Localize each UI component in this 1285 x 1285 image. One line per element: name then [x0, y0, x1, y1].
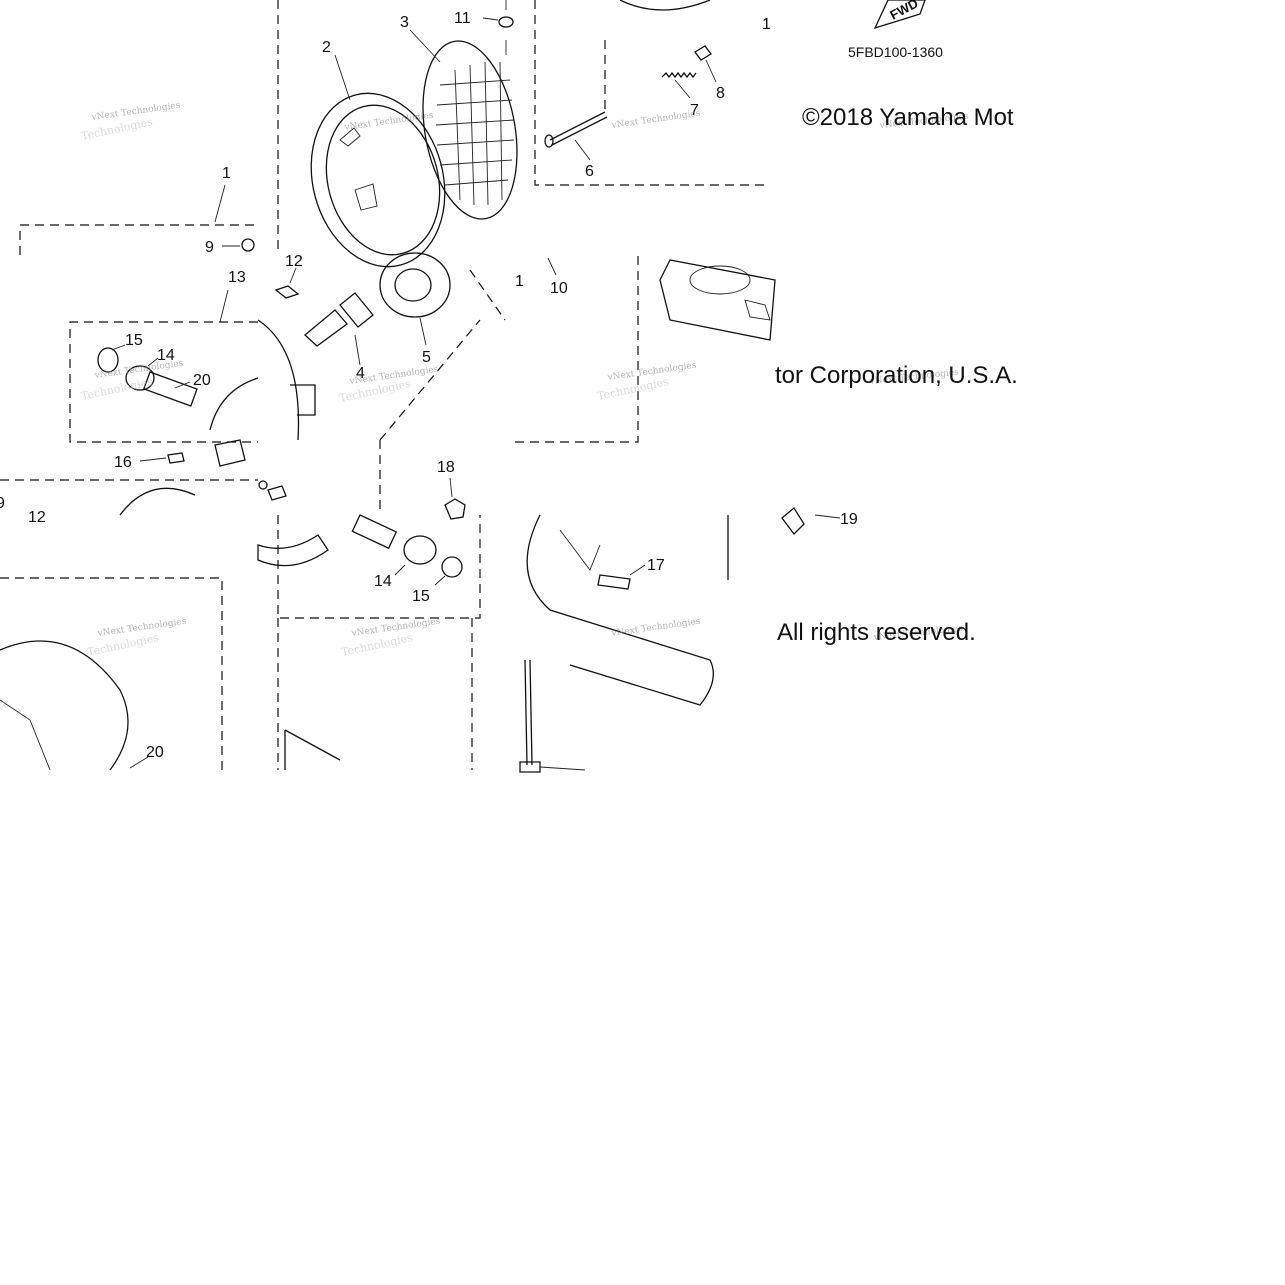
tile-signal-mount: 14 15 vNext Technologies Technologies [257, 514, 481, 770]
svg-text:Technologies: Technologies [80, 375, 154, 403]
callout-3: 3 [400, 14, 409, 31]
callout-15: 15 [125, 332, 143, 349]
svg-text:vNext Technologies: vNext Technologies [610, 109, 701, 132]
tile-turn-signal-left: 13 15 14 20 16 9 12 vNext Technologies T… [0, 269, 259, 526]
callout-11: 11 [454, 10, 471, 27]
callout-14b: 14 [374, 573, 392, 590]
clip-19: 19 [781, 507, 858, 535]
callout-18: 18 [437, 459, 455, 476]
lens-grid [435, 61, 515, 206]
svg-text:vNext Technologies: vNext Technologies [343, 111, 434, 134]
tile-frame-bracket: 17 vNext Technologies [519, 514, 729, 773]
tile-bracket-right: 10 vNext Technologies Technologies [515, 255, 776, 443]
callout-6: 6 [585, 163, 594, 180]
tile-headlight-shell: 2 3 11 vNext Technologies [277, 0, 518, 268]
callout-7: 7 [690, 102, 699, 119]
callout-1b: 1 [762, 16, 771, 33]
callout-9b: 9 [0, 495, 5, 512]
tile-bulb-socket: 12 4 5 1 18 vNext Technologies Technolog… [257, 252, 524, 520]
tile-turn-signal-lower: 20 vNext Technologies Technologies [0, 577, 223, 771]
callout-10: 10 [550, 280, 568, 297]
copyright-line-2: tor Corporation, U.S.A. [775, 362, 1018, 389]
callout-15b: 15 [412, 588, 430, 605]
copyright-line-3: All rights reserved. [777, 619, 976, 646]
tile-left-bracket: 1 9 vNext Technologies Technologies [19, 101, 258, 256]
callout-12b: 12 [28, 509, 46, 526]
callout-17: 17 [647, 557, 665, 574]
svg-text:vNext Technologies: vNext Technologies [610, 617, 701, 640]
callout-19: 19 [840, 511, 858, 528]
callout-20: 20 [193, 372, 211, 389]
tile-signal-hardware: 6 7 8 1 vNext Technologies [534, 0, 771, 186]
part-code: 5FBD100-1360 [848, 44, 943, 60]
callout-8: 8 [716, 85, 725, 102]
callout-13: 13 [228, 269, 246, 286]
callout-2: 2 [322, 39, 331, 56]
copyright-line-1: ©2018 Yamaha Mot [802, 104, 1014, 131]
callout-20b: 20 [146, 744, 164, 761]
callout-4: 4 [356, 365, 365, 382]
callout-14: 14 [157, 347, 175, 364]
callout-1c: 1 [515, 273, 524, 290]
callout-12: 12 [285, 253, 303, 270]
callout-5: 5 [422, 349, 431, 366]
callout-9: 9 [205, 239, 214, 256]
callout-16: 16 [114, 454, 132, 471]
callout-1: 1 [222, 165, 231, 182]
